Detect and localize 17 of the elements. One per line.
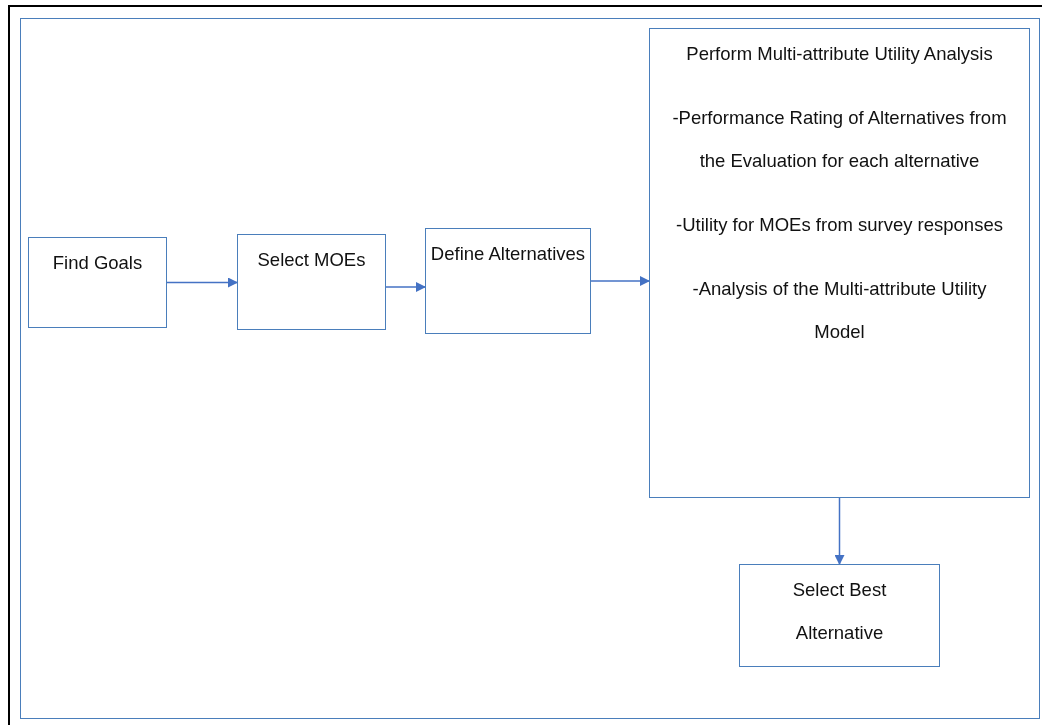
- arrow: [166, 277, 238, 288]
- box-text: Select Best Alternative: [791, 578, 888, 645]
- box-text: Define Alternatives: [430, 242, 586, 266]
- arrow: [590, 276, 650, 286]
- box-text: -Utility for MOEs from survey responses: [676, 213, 1003, 237]
- box-text: Select MOEs: [257, 248, 366, 272]
- box-text: Find Goals: [52, 251, 143, 275]
- box-text: -Analysis of the Multi-attribute Utility Model: [691, 277, 988, 344]
- arrow: [834, 497, 845, 565]
- process-box: [649, 28, 1030, 498]
- process-box: [237, 234, 386, 330]
- arrow: [385, 282, 426, 292]
- box-text: -Performance Rating of Alternatives from the Evaluation for each alternative: [671, 106, 1008, 173]
- process-box: [739, 564, 940, 667]
- process-box: [28, 237, 167, 328]
- process-box: [425, 228, 591, 334]
- box-heading: Perform Multi-attribute Utility Analysis: [686, 42, 993, 66]
